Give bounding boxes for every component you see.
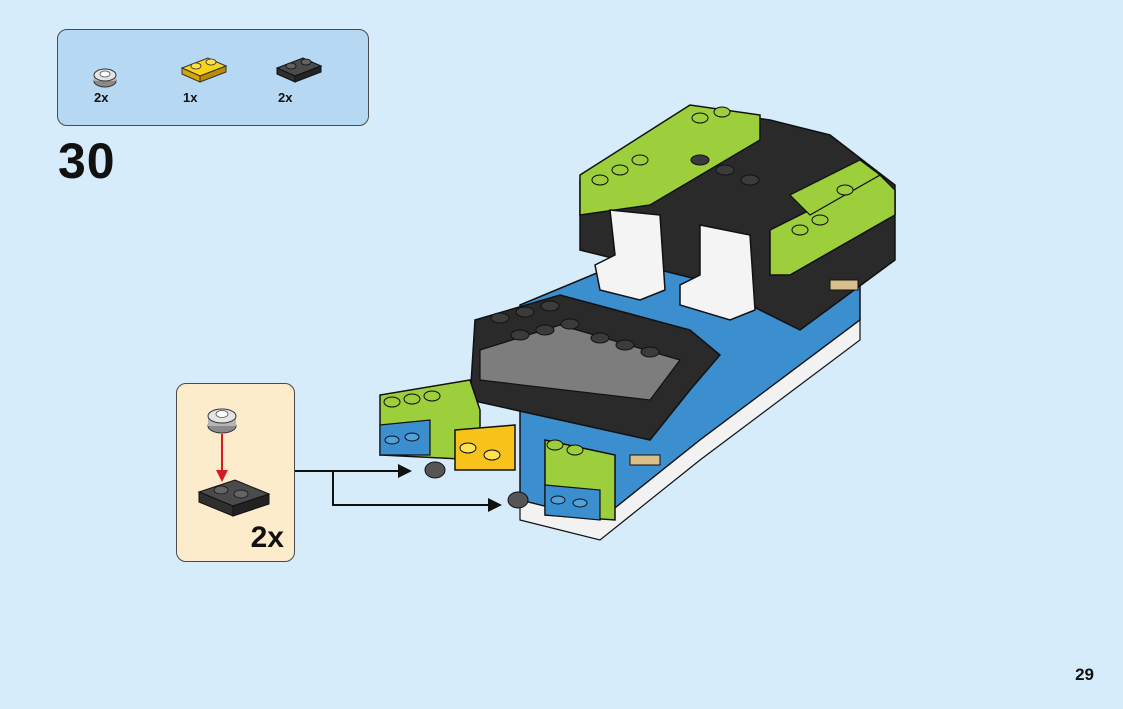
round-stud-part-icon: [93, 68, 117, 88]
step-number: 30: [58, 133, 116, 189]
part-quantity: 2x: [278, 90, 293, 105]
stud-on-plate-sub-assembly-icon: [197, 408, 271, 517]
dark-grey-plate-part-icon: [275, 57, 323, 83]
page-number: 29: [1075, 665, 1094, 684]
part-quantity: 1x: [183, 90, 198, 105]
part-quantity: 2x: [94, 90, 109, 105]
sub-assembly-callout: 2x: [176, 383, 295, 562]
parts-list-box: 2x 1x 2x: [57, 29, 369, 126]
yellow-plate-part-icon: [180, 57, 228, 83]
sub-assembly-quantity: 2x: [250, 521, 284, 554]
